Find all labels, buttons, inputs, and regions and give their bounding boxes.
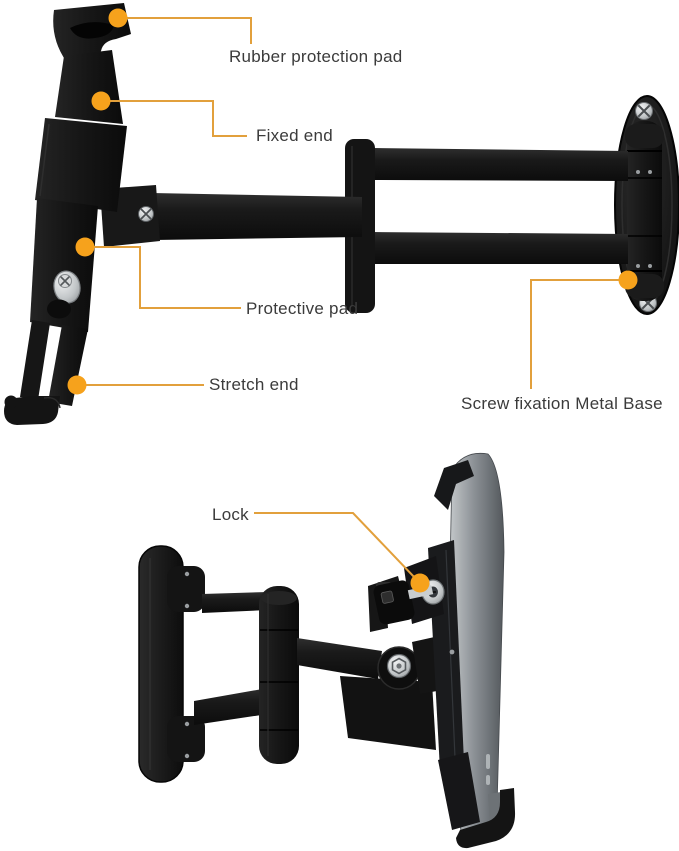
extension-arm-bottom-bar: [373, 232, 628, 264]
holder-side-bottom-hook: [456, 788, 516, 849]
holder-clamp-screw-icon: [47, 270, 81, 319]
label-lock: Lock: [212, 505, 249, 524]
base-screw-top-icon: [635, 102, 653, 120]
base-hinge-column: [625, 121, 664, 301]
extension-arm-top-bar: [373, 148, 628, 181]
inner-arm-bar: [152, 193, 362, 240]
side-arm-bottom-bar: [194, 688, 268, 725]
label-fixed-end: Fixed end: [256, 126, 333, 145]
holder-stretch-rail: [20, 320, 88, 406]
side-arm-column: [259, 586, 299, 764]
side-arm-second-bar: [297, 638, 436, 750]
holder-neck: [55, 50, 123, 124]
tilt-hex-screw-icon: [386, 653, 412, 679]
holder-side-lower-bracket: [438, 752, 480, 830]
label-screw-fixation-metal-base: Screw fixation Metal Base: [461, 394, 663, 413]
label-rubber-protection-pad: Rubber protection pad: [229, 47, 403, 66]
holder-top-hook: [53, 3, 132, 61]
holder-lower-leg: [30, 198, 98, 332]
label-protective-pad: Protective pad: [246, 299, 359, 318]
holder-fixed-end-box: [35, 118, 127, 212]
side-plate-hinge-knuckles: [167, 566, 205, 762]
label-stretch-end: Stretch end: [209, 375, 299, 394]
side-arm-top-bar: [202, 592, 268, 613]
holder-bottom-hook: [4, 395, 61, 425]
holder-side-top-hook: [434, 460, 474, 510]
bottom-figure-illustration: [138, 452, 516, 849]
